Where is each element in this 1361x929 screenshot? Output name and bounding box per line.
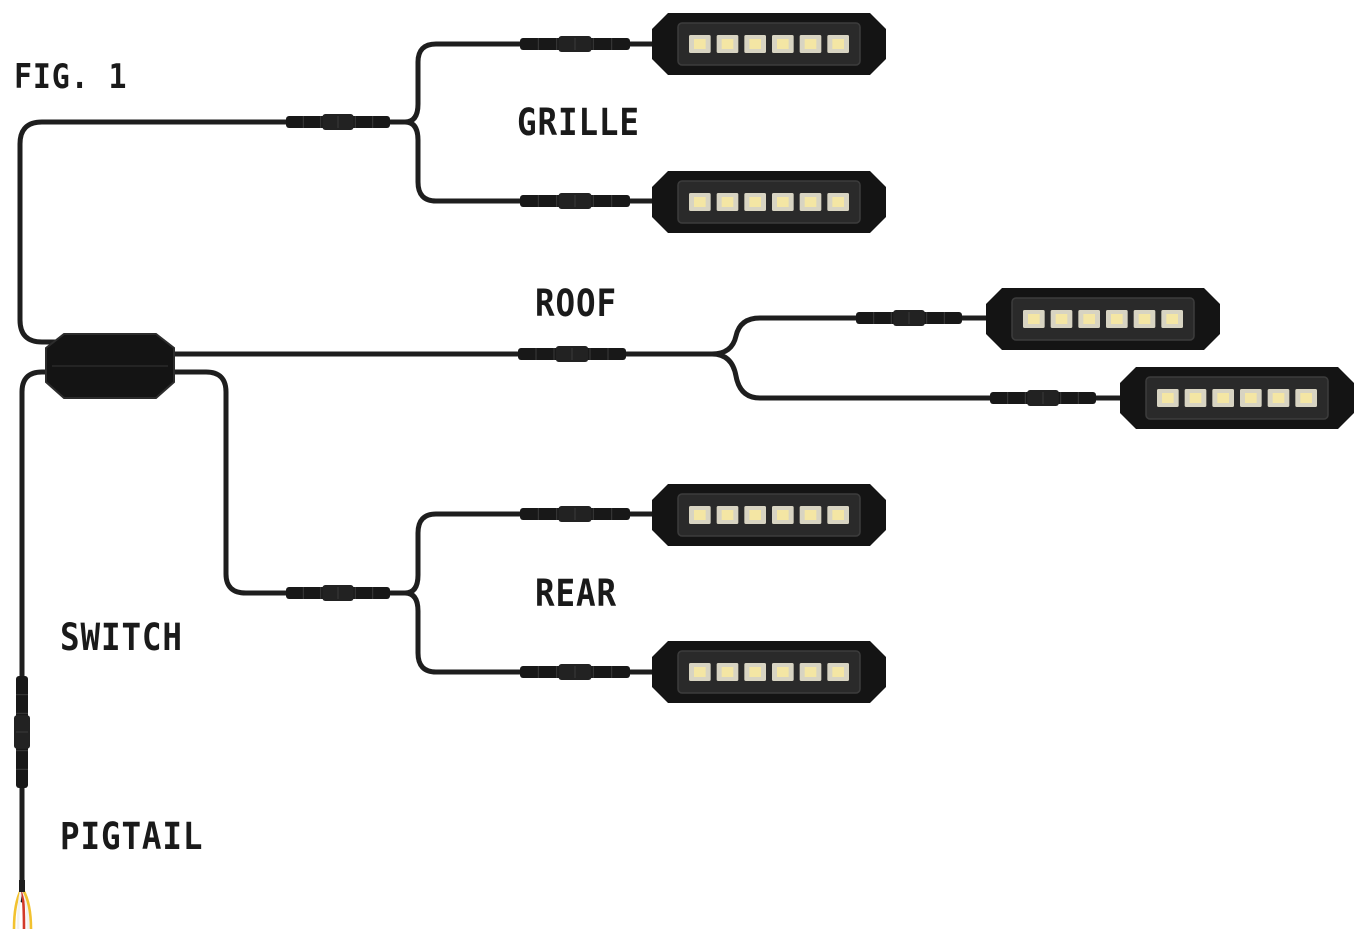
led-emitter — [777, 197, 789, 207]
led-emitter — [721, 667, 734, 677]
inline-connector — [286, 585, 390, 601]
control-module — [45, 333, 175, 399]
inline-connector — [856, 310, 962, 326]
led-emitter — [749, 667, 761, 677]
roof-label: ROOF — [535, 282, 617, 325]
led-emitter — [749, 510, 761, 520]
led-emitter — [777, 510, 789, 520]
inline-connector — [518, 346, 626, 362]
led-emitter — [804, 197, 817, 207]
led-emitter — [749, 39, 761, 49]
light-lens — [1011, 297, 1195, 341]
led-emitter — [721, 39, 734, 49]
light-lens — [1145, 376, 1329, 420]
inline-connector — [14, 676, 30, 788]
rear-light-1 — [652, 484, 886, 546]
led-emitter — [1162, 393, 1174, 403]
switch-cable — [19, 369, 63, 903]
led-emitter — [694, 510, 706, 520]
rear-lower-cable — [402, 590, 663, 675]
inline-connector — [520, 36, 630, 52]
rear-light-2 — [652, 641, 886, 703]
connectors — [14, 36, 1096, 788]
led-emitter — [749, 197, 761, 207]
rear-upper-cable — [402, 511, 663, 596]
led-emitter — [1300, 393, 1312, 403]
inline-connector — [286, 114, 390, 130]
light-lens — [677, 180, 861, 224]
led-emitter — [721, 510, 734, 520]
led-emitter — [1055, 314, 1068, 324]
roof-light-1 — [986, 288, 1220, 350]
led-emitter — [694, 667, 706, 677]
grille-upper-cable — [402, 41, 663, 125]
led-emitter — [1138, 314, 1151, 324]
pigtail-sleeve — [19, 880, 25, 892]
led-emitter — [832, 197, 844, 207]
grille-trunk-cable — [17, 119, 408, 345]
grille-light-1 — [652, 13, 886, 75]
rear-label: REAR — [535, 572, 617, 615]
led-emitter — [1245, 393, 1257, 403]
roof-upper-cable — [709, 315, 998, 357]
inline-connector — [990, 390, 1096, 406]
led-emitter — [1083, 314, 1095, 324]
rear-trunk-cable — [167, 369, 408, 596]
led-emitter — [804, 667, 817, 677]
light-pods — [652, 13, 1354, 703]
roof-light-2 — [1120, 367, 1354, 429]
grille-label: GRILLE — [517, 101, 640, 144]
led-emitter — [1189, 393, 1202, 403]
inline-connector — [520, 664, 630, 680]
led-emitter — [1111, 314, 1123, 324]
cable-harness — [12, 41, 1133, 929]
roof-lower-cable — [709, 351, 1133, 401]
led-emitter — [694, 39, 706, 49]
led-emitter — [1166, 314, 1178, 324]
led-emitter — [694, 197, 706, 207]
inline-connector — [520, 193, 630, 209]
led-emitter — [832, 667, 844, 677]
inline-connector — [520, 506, 630, 522]
led-emitter — [1028, 314, 1040, 324]
led-emitter — [1217, 393, 1229, 403]
led-emitter — [777, 667, 789, 677]
grille-light-2 — [652, 171, 886, 233]
grille-lower-cable — [402, 119, 663, 204]
light-lens — [677, 493, 861, 537]
light-lens — [677, 650, 861, 694]
led-emitter — [832, 39, 844, 49]
switch-label: SWITCH — [60, 616, 183, 659]
light-lens — [677, 22, 861, 66]
led-emitter — [777, 39, 789, 49]
led-emitter — [1272, 393, 1285, 403]
figure-label: FIG. 1 — [14, 57, 128, 97]
led-emitter — [804, 510, 817, 520]
pigtail-label: PIGTAIL — [60, 815, 204, 858]
led-emitter — [721, 197, 734, 207]
led-emitter — [832, 510, 844, 520]
led-emitter — [804, 39, 817, 49]
